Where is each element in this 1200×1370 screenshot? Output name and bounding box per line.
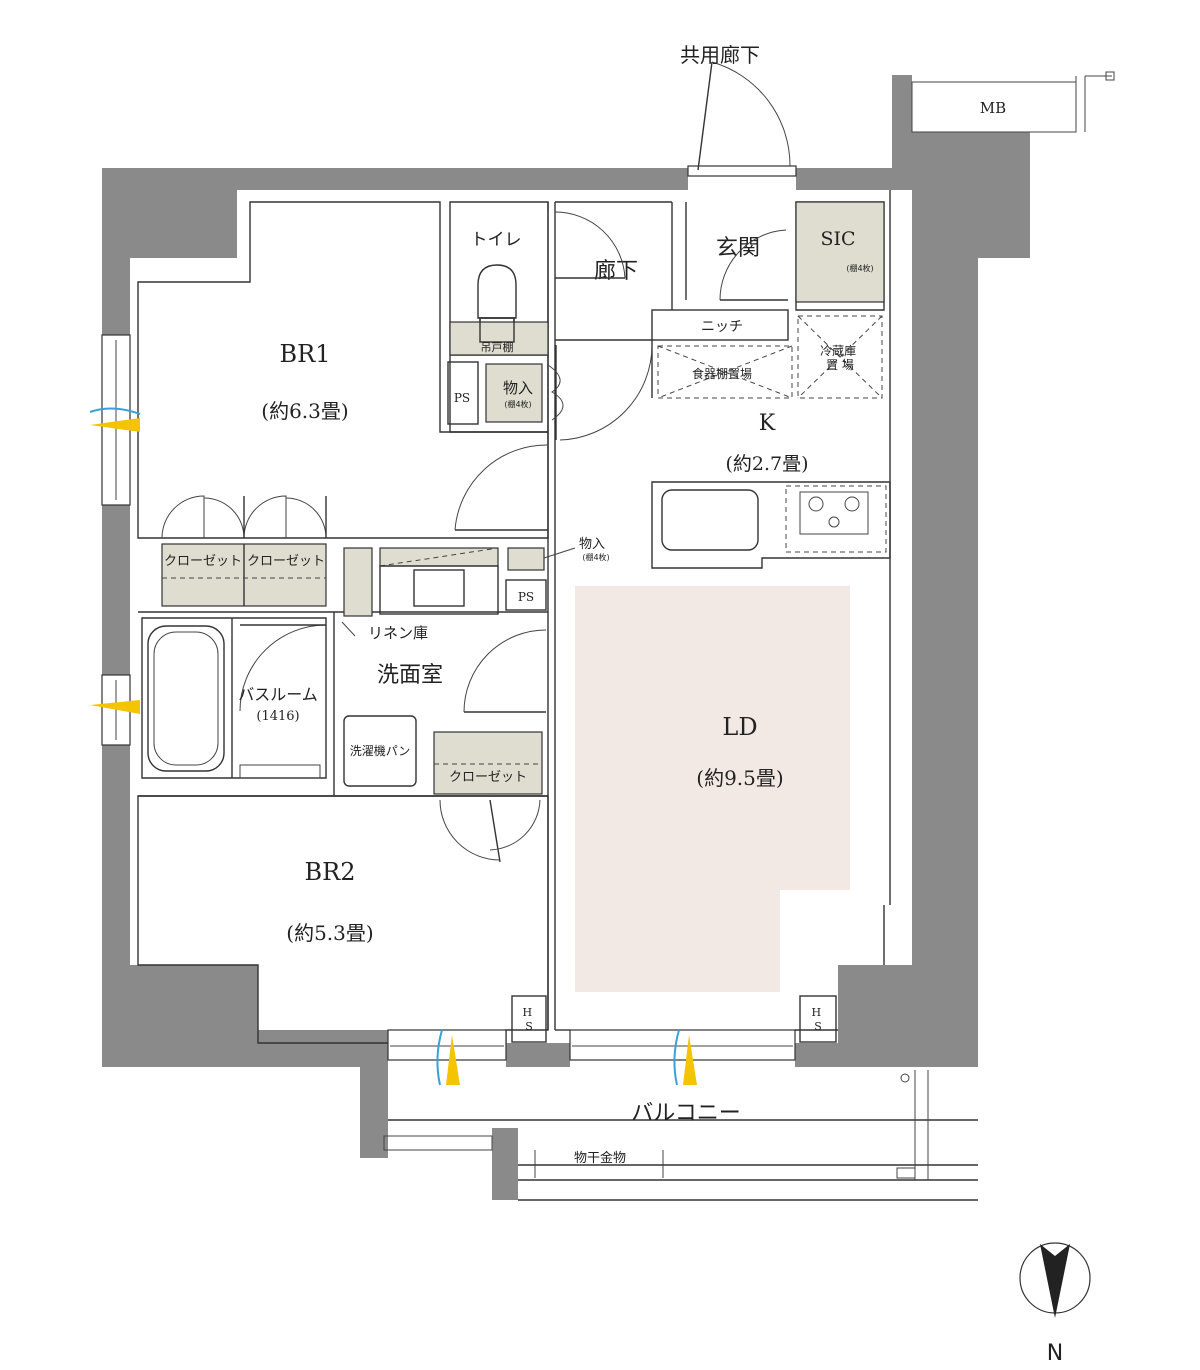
bedroom-2: BR2 (約5.3畳) H S [286,799,547,1043]
closet-3-label: クローゼット [449,770,527,785]
storage-2-label: 物入 [579,537,605,552]
entrance-hall: 玄関 [716,229,788,301]
niche-label: ニッチ [701,319,743,335]
north-compass: N [1019,1242,1091,1366]
ps-2-label: PS [518,590,534,604]
sic-shelf-label: (棚4枚) [846,263,873,273]
sic-closet: SIC (棚4枚) [795,201,885,303]
windows [101,334,796,1061]
fridge-label: 冷蔵庫 置 場 [820,344,860,372]
balcony: バルコニー 物干金物 [383,1070,978,1201]
ps-1-label: PS [454,391,470,405]
hallway: 廊下 [454,211,653,531]
br1-label: BR1 [280,340,331,368]
washer-pan-label: 洗濯機パン [350,743,411,758]
hs-2-label: H S [811,1006,824,1033]
sic-label: SIC [820,228,855,250]
br2-size: (約5.3畳) [286,921,373,945]
storage-area-1: PS 物入 (棚4枚) [447,361,564,425]
bathroom: バスルーム (1416) [147,624,327,772]
bathroom-size: (1416) [256,709,299,724]
exterior-walls [102,75,1030,1200]
kitchen-label: K [759,411,776,436]
closet-2-label: クローゼット [247,554,325,569]
ld-size: (約9.5畳) [696,766,783,790]
hs-2-line: S [814,1020,822,1033]
mb-closet: MB [911,71,1115,133]
storage-1-label: 物入 [503,379,533,397]
toilet-room: トイレ 吊戸棚 [449,210,549,356]
kitchen-counter: K (約2.7畳) [651,411,891,569]
drying-hardware-label: 物干金物 [574,1150,626,1166]
kitchen-spaces: 食器棚置場 冷蔵庫 置 場 [657,315,883,399]
bathroom-label: バスルーム [238,685,318,704]
fridge-label-line: 冷蔵庫 [820,344,856,358]
washroom: 物入 (棚4枚) PS リネン庫 洗面室 洗濯機パン クローゼット [341,537,610,795]
living-dining: LD (約9.5畳) H S [575,586,850,1043]
north-arrow-icon: N [1047,1341,1063,1366]
hanging-cabinet-label: 吊戸棚 [481,340,514,354]
ld-label: LD [722,713,757,741]
bedroom-1: BR1 (約6.3畳) クローゼット クローゼット [161,340,349,607]
fridge-label-line: 置 場 [826,358,854,372]
balcony-label: バルコニー [631,1101,741,1126]
closet-1-label: クローゼット [164,554,242,569]
washroom-label: 洗面室 [377,663,443,688]
hs-1-line: S [525,1020,533,1033]
hs-2-line: H [811,1006,821,1019]
dish-cabinet-label: 食器棚置場 [692,366,752,381]
hs-1-label: H S [522,1006,535,1033]
linen-label: リネン庫 [368,624,428,642]
br1-size: (約6.3畳) [261,399,348,423]
mb-label: MB [980,99,1006,117]
hallway-label: 廊下 [594,259,638,284]
br2-label: BR2 [305,858,356,886]
kitchen-size: (約2.7畳) [725,453,808,475]
shared-corridor-label: 共用廊下 [680,43,760,67]
storage-2-shelf-label: (棚4枚) [582,552,609,562]
toilet-label: トイレ [471,230,522,250]
hs-1-line: H [522,1006,532,1019]
airflow-markers [89,407,697,1086]
storage-1-shelf-label: (棚4枚) [504,399,531,409]
entrance-door: 共用廊下 [680,43,797,177]
